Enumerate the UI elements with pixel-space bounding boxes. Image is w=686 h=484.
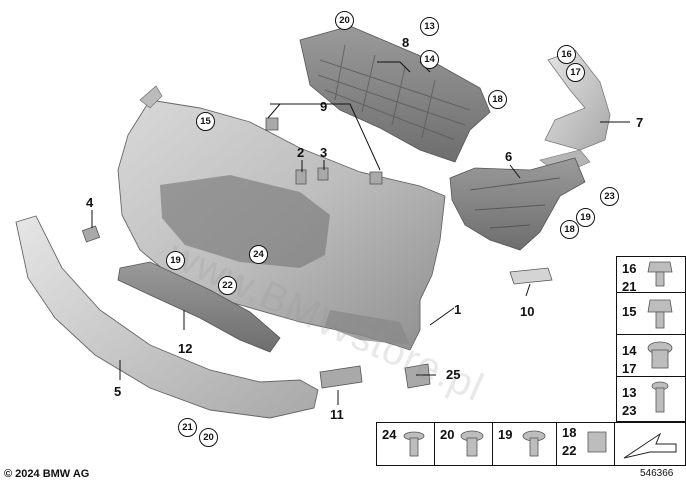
circled-callout-22: 22 (218, 276, 237, 295)
grille-carrier-part (299, 25, 491, 163)
circled-callout-14: 14 (420, 50, 439, 69)
legend-number: 14 (622, 343, 637, 358)
image-number: 546366 (640, 468, 674, 479)
circled-callout-17: 17 (566, 63, 585, 82)
legend-number: 20 (440, 427, 455, 442)
callout-12: 12 (178, 341, 193, 356)
legend-number: 16 (622, 261, 637, 276)
callout-7: 7 (636, 115, 644, 130)
lower-grille-part (117, 261, 281, 353)
legend-number: 17 (622, 361, 637, 376)
callout-1: 1 (454, 302, 462, 317)
circled-callout-20: 20 (199, 428, 218, 447)
legend-number: 22 (562, 443, 577, 458)
legend-number: 23 (622, 403, 637, 418)
callout-11: 11 (330, 407, 344, 422)
circled-callout-18: 18 (488, 90, 507, 109)
leader-lines (91, 61, 630, 405)
callout-10: 10 (520, 304, 535, 319)
circled-callout-21: 21 (178, 418, 197, 437)
circled-callout-20: 20 (335, 11, 354, 30)
callout-4: 4 (86, 195, 94, 210)
circled-callout-18: 18 (560, 220, 579, 239)
legend-number: 24 (382, 427, 397, 442)
center-bracket-part (449, 157, 586, 251)
circled-callout-16: 16 (557, 45, 576, 64)
circled-callout-19: 19 (166, 251, 185, 270)
legend-cell (616, 376, 686, 422)
legend-number: 21 (622, 279, 637, 294)
legend-cell (492, 422, 558, 466)
spoiler-lip-part (15, 215, 319, 419)
legend-number: 18 (562, 425, 577, 440)
legend-number: 19 (498, 427, 513, 442)
callout-3: 3 (320, 145, 328, 160)
legend-number: 15 (622, 304, 637, 319)
circled-callout-15: 15 (196, 112, 215, 131)
callout-25: 25 (446, 367, 461, 382)
callout-6: 6 (505, 149, 513, 164)
circled-callout-13: 13 (420, 17, 439, 36)
small-parts (81, 117, 553, 389)
callout-5: 5 (114, 384, 122, 399)
circled-callout-24: 24 (249, 245, 268, 264)
legend-number: 13 (622, 385, 637, 400)
callout-2: 2 (297, 145, 305, 160)
legend-cell (376, 422, 436, 466)
callout-8: 8 (402, 35, 410, 50)
circled-callout-23: 23 (600, 187, 619, 206)
copyright-text: © 2024 BMW AG (4, 468, 90, 480)
callout-9: 9 (320, 99, 328, 114)
circled-callout-19: 19 (576, 208, 595, 227)
